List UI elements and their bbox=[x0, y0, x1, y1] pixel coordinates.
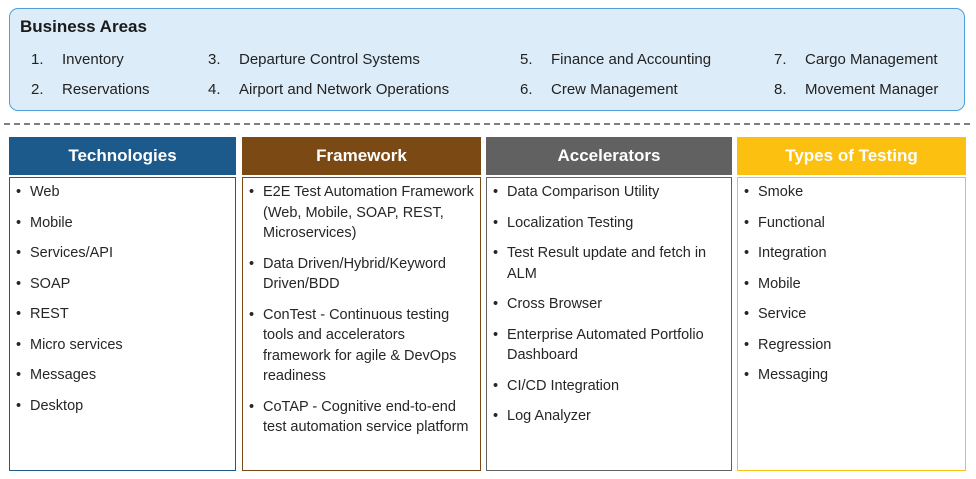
accelerators-header: Accelerators bbox=[486, 137, 732, 175]
business-area-label: Departure Control Systems bbox=[239, 51, 420, 68]
list-item: Localization Testing bbox=[493, 213, 725, 234]
business-area-label: Airport and Network Operations bbox=[239, 81, 450, 98]
types-of-testing-list: Smoke Functional Integration Mobile Serv… bbox=[744, 182, 959, 396]
business-area-number: 8. bbox=[774, 81, 787, 98]
list-item: Data Driven/Hybrid/Keyword Driven/BDD bbox=[249, 254, 474, 295]
business-area-label: Crew Management bbox=[551, 81, 678, 98]
list-item: ConTest - Continuous testing tools and a… bbox=[249, 305, 474, 387]
list-item: E2E Test Automation Framework (Web, Mobi… bbox=[249, 182, 474, 244]
list-item: Web bbox=[16, 182, 229, 203]
dashed-divider bbox=[4, 123, 970, 125]
technologies-list: Web Mobile Services/API SOAP REST Micro … bbox=[16, 182, 229, 426]
list-item: Micro services bbox=[16, 335, 229, 356]
business-area-number: 1. bbox=[31, 51, 44, 68]
list-item: Services/API bbox=[16, 243, 229, 264]
framework-box: E2E Test Automation Framework (Web, Mobi… bbox=[242, 177, 481, 471]
list-item: Cross Browser bbox=[493, 294, 725, 315]
business-area-label: Movement Manager bbox=[805, 81, 939, 98]
list-item: Log Analyzer bbox=[493, 406, 725, 427]
list-item: Mobile bbox=[16, 213, 229, 234]
list-item: Integration bbox=[744, 243, 959, 264]
business-area-number: 3. bbox=[208, 51, 221, 68]
list-item: Smoke bbox=[744, 182, 959, 203]
business-area-number: 5. bbox=[520, 51, 533, 68]
list-item: SOAP bbox=[16, 274, 229, 295]
business-area-number: 6. bbox=[520, 81, 533, 98]
business-area-label: Finance and Accounting bbox=[551, 51, 712, 68]
types-of-testing-header: Types of Testing bbox=[737, 137, 966, 175]
technologies-box: Web Mobile Services/API SOAP REST Micro … bbox=[9, 177, 236, 471]
list-item: Regression bbox=[744, 335, 959, 356]
list-item: Messages bbox=[16, 365, 229, 386]
list-item: CoTAP - Cognitive end-to-end test automa… bbox=[249, 397, 474, 438]
types-of-testing-box: Smoke Functional Integration Mobile Serv… bbox=[737, 177, 966, 471]
framework-list: E2E Test Automation Framework (Web, Mobi… bbox=[249, 182, 474, 448]
business-area-label: Inventory bbox=[62, 51, 124, 68]
list-item: Data Comparison Utility bbox=[493, 182, 725, 203]
list-item: CI/CD Integration bbox=[493, 376, 725, 397]
business-areas-title: Business Areas bbox=[20, 17, 147, 36]
framework-header: Framework bbox=[242, 137, 481, 175]
list-item: REST bbox=[16, 304, 229, 325]
list-item: Functional bbox=[744, 213, 959, 234]
business-area-number: 4. bbox=[208, 81, 221, 98]
business-area-number: 2. bbox=[31, 81, 44, 98]
list-item: Mobile bbox=[744, 274, 959, 295]
list-item: Desktop bbox=[16, 396, 229, 417]
list-item: Messaging bbox=[744, 365, 959, 386]
business-area-label: Reservations bbox=[62, 81, 150, 98]
business-areas-panel: Business Areas 1. Inventory 2. Reservati… bbox=[9, 8, 965, 111]
list-item: Test Result update and fetch in ALM bbox=[493, 243, 725, 284]
list-item: Enterprise Automated Portfolio Dashboard bbox=[493, 325, 725, 366]
accelerators-list: Data Comparison Utility Localization Tes… bbox=[493, 182, 725, 437]
business-area-label: Cargo Management bbox=[805, 51, 938, 68]
technologies-header: Technologies bbox=[9, 137, 236, 175]
list-item: Service bbox=[744, 304, 959, 325]
business-area-number: 7. bbox=[774, 51, 787, 68]
accelerators-box: Data Comparison Utility Localization Tes… bbox=[486, 177, 732, 471]
